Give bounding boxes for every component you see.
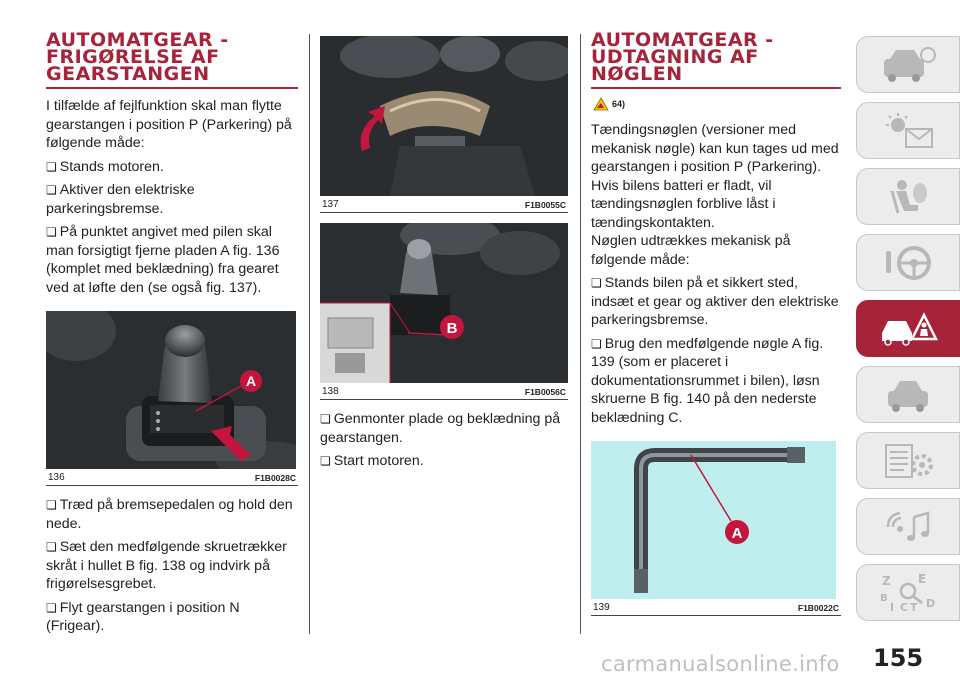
figure-caption: 136 F1B0028C <box>46 469 298 486</box>
warning-triangle-icon <box>593 97 609 111</box>
plate-removal-photo <box>320 36 568 196</box>
column-left: AUTOMATGEAR - FRIGØRELSE AF GEARSTANGEN … <box>46 31 298 641</box>
bullet-screwdriver: Sæt den medfølgende skruetrækker skråt i… <box>46 538 298 594</box>
figure-number: 138 <box>322 386 339 397</box>
callout-B-label: B <box>447 320 458 337</box>
figure-number: 136 <box>48 472 65 483</box>
tab-servicing[interactable] <box>856 366 960 423</box>
tab-in-an-emergency[interactable] <box>856 300 960 357</box>
car-service-icon <box>888 380 928 412</box>
callout-A-label: A <box>732 525 743 542</box>
steering-wheel-icon <box>886 245 931 280</box>
figure-139: A 139 F1B0022C <box>591 441 841 616</box>
multimedia-music-icon <box>886 510 930 541</box>
figure-136: A 136 F1B0028C <box>46 311 298 486</box>
lights-envelope-icon <box>886 112 933 148</box>
figure-caption: 137 F1B0055C <box>320 196 568 213</box>
svg-text:D: D <box>926 597 935 610</box>
figure-caption: 138 F1B0056C <box>320 383 568 400</box>
section-heading-gear-release: AUTOMATGEAR - FRIGØRELSE AF GEARSTANGEN <box>46 31 298 89</box>
watermark: carmanualsonline.info <box>601 652 840 676</box>
bullet-parking-brake: Aktiver den elektriske parkeringsbremse. <box>46 181 298 218</box>
gear-lever-photo: A <box>46 311 296 469</box>
tab-multimedia[interactable] <box>856 498 960 555</box>
figure-code: F1B0056C <box>524 387 566 397</box>
release-hole-photo: B <box>320 223 568 383</box>
svg-text:I: I <box>890 601 894 614</box>
figure-138: B 138 F1B0056C <box>320 223 568 400</box>
figure-code: F1B0028C <box>254 473 296 483</box>
key-paragraph-2: Nøglen udtrækkes mekanisk på følgende må… <box>591 233 791 268</box>
bullet-remove-plate: På punktet angivet med pilen skal man fo… <box>46 223 298 297</box>
bullet-stop-engine: Stands motoren. <box>46 158 298 177</box>
hex-key-illustration: A <box>591 441 836 599</box>
tab-safety[interactable] <box>856 168 960 225</box>
gear-lever-illustration: A <box>46 311 296 469</box>
bullet-use-key: Brug den medfølgende nøgle A fig. 139 (s… <box>591 335 841 428</box>
hex-key-drawing: A <box>591 441 836 599</box>
section-heading-key-removal: AUTOMATGEAR - UDTAGNING AF NØGLEN <box>591 31 841 89</box>
figure-number: 137 <box>322 199 339 210</box>
breakdown-warning-icon <box>882 311 938 346</box>
bullet-start-engine: Start motoren. <box>320 452 568 471</box>
callout-A-label: A <box>246 373 256 389</box>
figure-137: 137 F1B0055C <box>320 36 568 213</box>
key-paragraph: Tændingsnøglen (versioner med mekanisk n… <box>591 122 839 231</box>
bullet-refit-plate: Genmonter plade og beklædning på gearsta… <box>320 410 568 447</box>
figure-caption: 139 F1B0022C <box>591 599 841 616</box>
release-hole-illustration: B <box>320 223 568 383</box>
bullet-neutral: Flyt gearstangen i position N (Frigear). <box>46 599 298 636</box>
tab-car-dashboard[interactable] <box>856 36 960 93</box>
column-right: AUTOMATGEAR - UDTAGNING AF NØGLEN 64) Tæ… <box>591 31 841 626</box>
column-middle: 137 F1B0055C B <box>320 36 568 476</box>
tab-starting-driving[interactable] <box>856 234 960 291</box>
column-divider <box>309 34 310 634</box>
figure-code: F1B0055C <box>524 200 566 210</box>
svg-text:T: T <box>910 601 918 614</box>
tab-lights-messages[interactable] <box>856 102 960 159</box>
specifications-gear-icon <box>885 443 933 478</box>
svg-text:Z: Z <box>882 574 891 588</box>
plate-removal-illustration <box>320 36 568 196</box>
bullet-brake-pedal: Træd på bremsepedalen og hold den nede. <box>46 496 298 533</box>
intro-paragraph: I tilfælde af fejlfunktion skal man flyt… <box>46 98 292 151</box>
figure-code: F1B0022C <box>797 603 839 613</box>
svg-text:B: B <box>880 593 888 604</box>
page-number: 155 <box>873 644 924 672</box>
warning-ref-number: 64) <box>612 99 626 109</box>
svg-text:E: E <box>918 572 926 586</box>
column-divider <box>580 34 581 634</box>
figure-number: 139 <box>593 602 610 613</box>
car-dashboard-icon <box>884 46 936 82</box>
airbag-seat-icon <box>890 179 927 213</box>
tab-technical-data[interactable] <box>856 432 960 489</box>
warning-reference: 64) <box>593 97 841 111</box>
svg-text:C: C <box>900 601 908 614</box>
bullet-stop-car: Stands bilen på et sikkert sted, indsæt … <box>591 274 841 330</box>
